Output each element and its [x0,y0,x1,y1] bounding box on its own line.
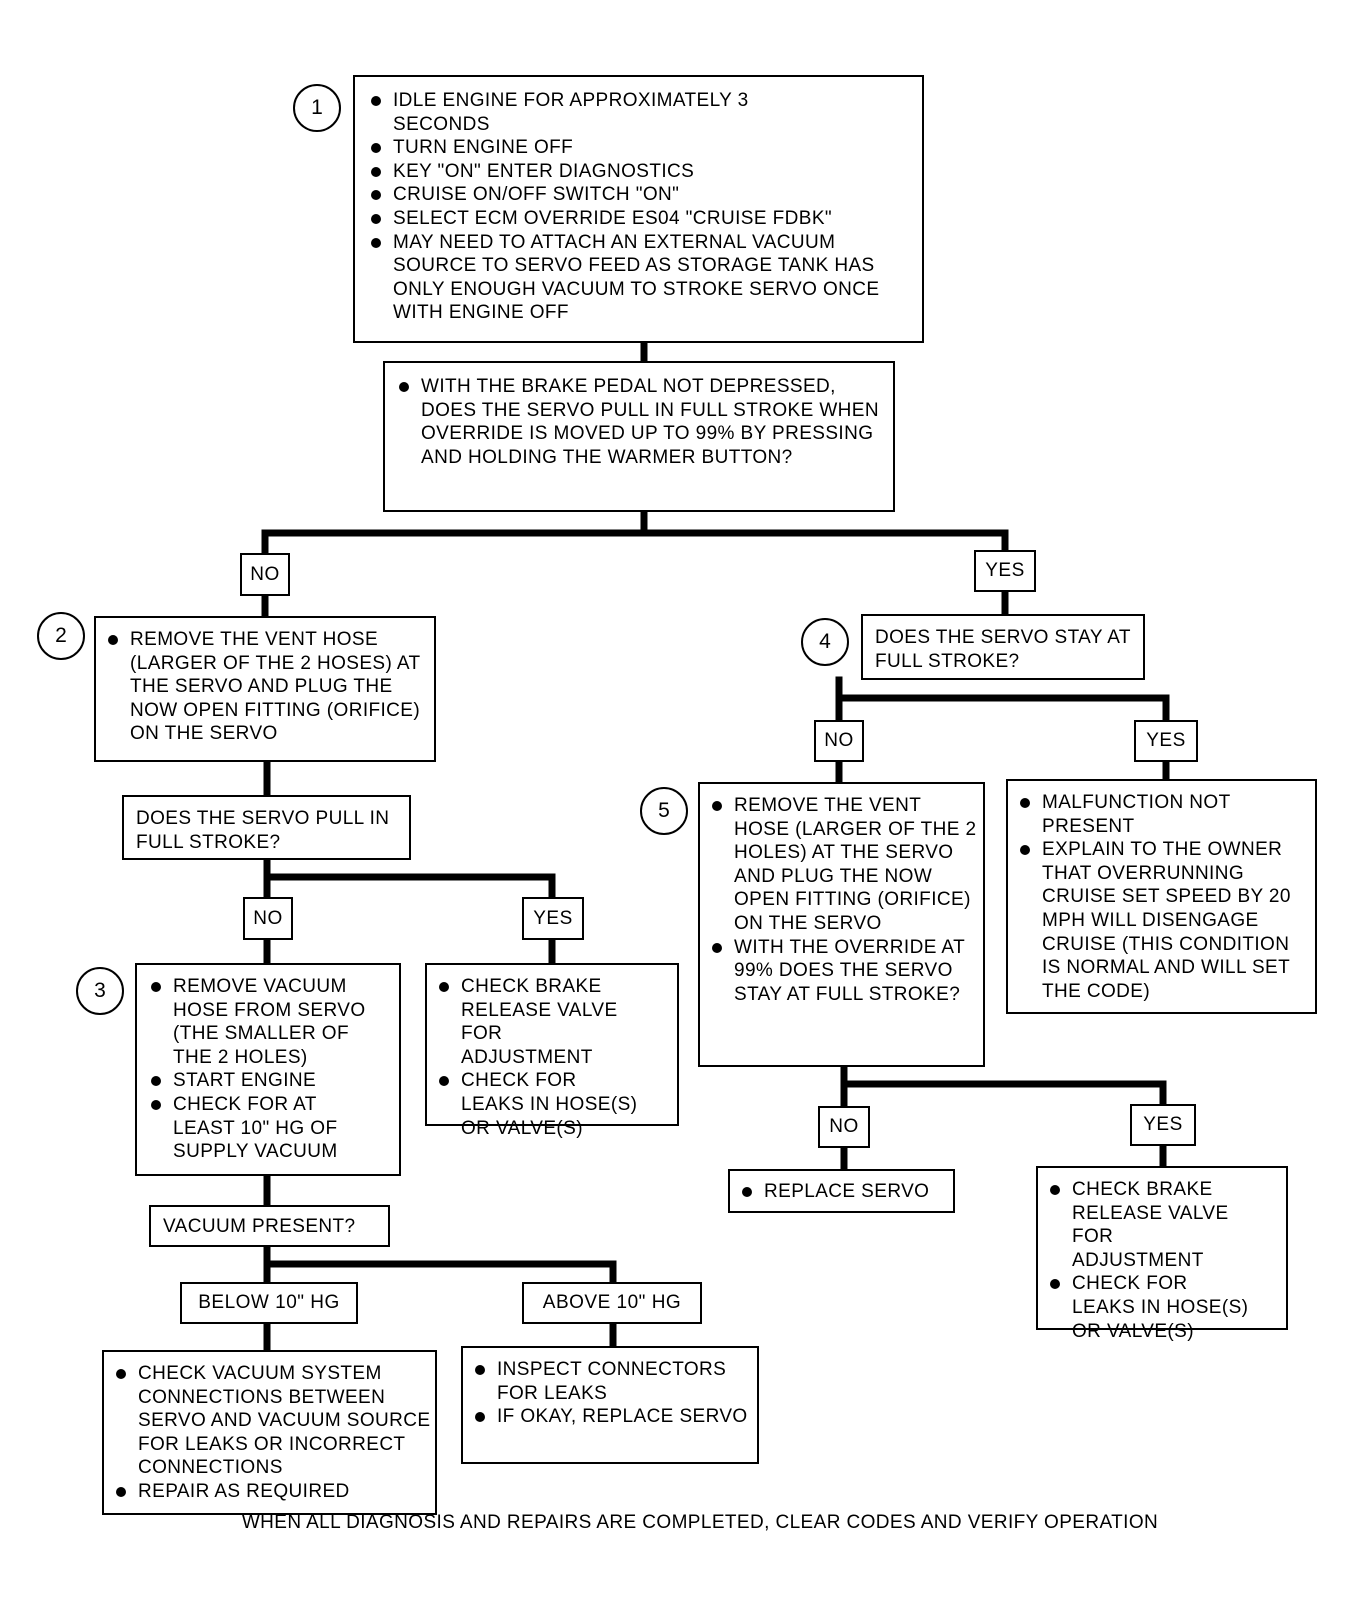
result-item: CHECK FOR LEAKS IN HOSE(S) OR VALVE(S) [437,1069,673,1140]
result-item: REPAIR AS REQUIRED [114,1480,433,1504]
result-malfunction-box: MALFUNCTION NOT PRESENT EXPLAIN TO THE O… [1006,779,1317,1014]
result-item: CHECK BRAKE RELEASE VALVE FOR ADJUSTMENT [437,975,673,1069]
result-item: INSPECT CONNECTORS FOR LEAKS [473,1358,751,1405]
branch-label-no: NO [814,720,864,762]
step-1-item: SELECT ECM OVERRIDE ES04 "CRUISE FDBK" [369,207,912,231]
question-2-box: DOES THE SERVO PULL IN FULL STROKE? [122,795,411,860]
result-vacuum-system-box: CHECK VACUUM SYSTEM CONNECTIONS BETWEEN … [102,1350,437,1515]
question-1-box: WITH THE BRAKE PEDAL NOT DEPRESSED, DOES… [383,361,895,512]
step-3-number-circle: 3 [76,967,124,1015]
step-number: 3 [94,979,106,1002]
result-brake-valve-left-box: CHECK BRAKE RELEASE VALVE FOR ADJUSTMENT… [425,963,679,1139]
result-item: CHECK FOR LEAKS IN HOSE(S) OR VALVE(S) [1048,1272,1282,1343]
step-5-number-circle: 5 [640,787,688,835]
step-1-item: TURN ENGINE OFF [369,136,912,160]
step-3-box: REMOVE VACUUM HOSE FROM SERVO (THE SMALL… [135,963,401,1176]
question-3-box: VACUUM PRESENT? [149,1205,390,1247]
step-1-number-circle: 1 [293,84,341,132]
step-4-text: DOES THE SERVO STAY AT FULL STROKE? [875,627,1131,672]
step-4-number-circle: 4 [801,618,849,666]
step-number: 5 [658,799,670,822]
step-number: 1 [311,96,323,119]
step-3-item: REMOVE VACUUM HOSE FROM SERVO (THE SMALL… [149,975,393,1069]
step-number: 4 [819,630,831,653]
step-2-item: REMOVE THE VENT HOSE (LARGER OF THE 2 HO… [106,628,426,746]
step-5-item: WITH THE OVERRIDE AT 99% DOES THE SERVO … [710,936,979,1007]
footer-note: WHEN ALL DIAGNOSIS AND REPAIRS ARE COMPL… [241,1512,1159,1533]
step-2-box: REMOVE THE VENT HOSE (LARGER OF THE 2 HO… [94,616,436,762]
result-connectors-box: INSPECT CONNECTORS FOR LEAKS IF OKAY, RE… [461,1346,759,1464]
branch-label-no: NO [243,897,293,940]
result-replace-servo-box: REPLACE SERVO [728,1169,955,1213]
step-2-number-circle: 2 [37,612,85,660]
result-brake-valve-right-box: CHECK BRAKE RELEASE VALVE FOR ADJUSTMENT… [1036,1166,1288,1342]
result-item: CHECK BRAKE RELEASE VALVE FOR ADJUSTMENT [1048,1178,1282,1272]
branch-label-no: NO [240,553,290,596]
result-item: REPLACE SERVO [740,1180,947,1204]
step-1-item: MAY NEED TO ATTACH AN EXTERNAL VACUUM SO… [369,231,912,325]
step-number: 2 [55,624,67,647]
result-item: CHECK VACUUM SYSTEM CONNECTIONS BETWEEN … [114,1362,433,1480]
step-5-box: REMOVE THE VENT HOSE (LARGER OF THE 2 HO… [698,782,985,1067]
result-item: IF OKAY, REPLACE SERVO [473,1405,751,1429]
result-item: MALFUNCTION NOT PRESENT [1018,791,1313,838]
question-1-item: WITH THE BRAKE PEDAL NOT DEPRESSED, DOES… [397,375,881,469]
branch-label-yes: YES [1134,720,1198,762]
step-5-item: REMOVE THE VENT HOSE (LARGER OF THE 2 HO… [710,794,979,936]
step-1-box: IDLE ENGINE FOR APPROXIMATELY 3 SECONDS … [353,75,924,343]
branch-label-yes: YES [974,550,1036,592]
step-1-item: CRUISE ON/OFF SWITCH "ON" [369,183,912,207]
step-1-item: KEY "ON" ENTER DIAGNOSTICS [369,160,912,184]
question-3-text: VACUUM PRESENT? [163,1216,356,1237]
step-3-item: START ENGINE [149,1069,393,1093]
step-3-item: CHECK FOR AT LEAST 10" HG OF SUPPLY VACU… [149,1093,393,1164]
result-item: EXPLAIN TO THE OWNER THAT OVERRUNNING CR… [1018,838,1313,1003]
step-1-item: IDLE ENGINE FOR APPROXIMATELY 3 SECONDS [369,89,912,136]
branch-label-below: BELOW 10" HG [180,1282,358,1324]
branch-label-yes: YES [522,897,584,940]
question-2-text: DOES THE SERVO PULL IN FULL STROKE? [136,808,390,853]
branch-label-no: NO [818,1106,870,1148]
branch-label-yes: YES [1130,1104,1196,1146]
branch-label-above: ABOVE 10" HG [522,1282,702,1324]
step-4-box: DOES THE SERVO STAY AT FULL STROKE? [861,614,1145,680]
